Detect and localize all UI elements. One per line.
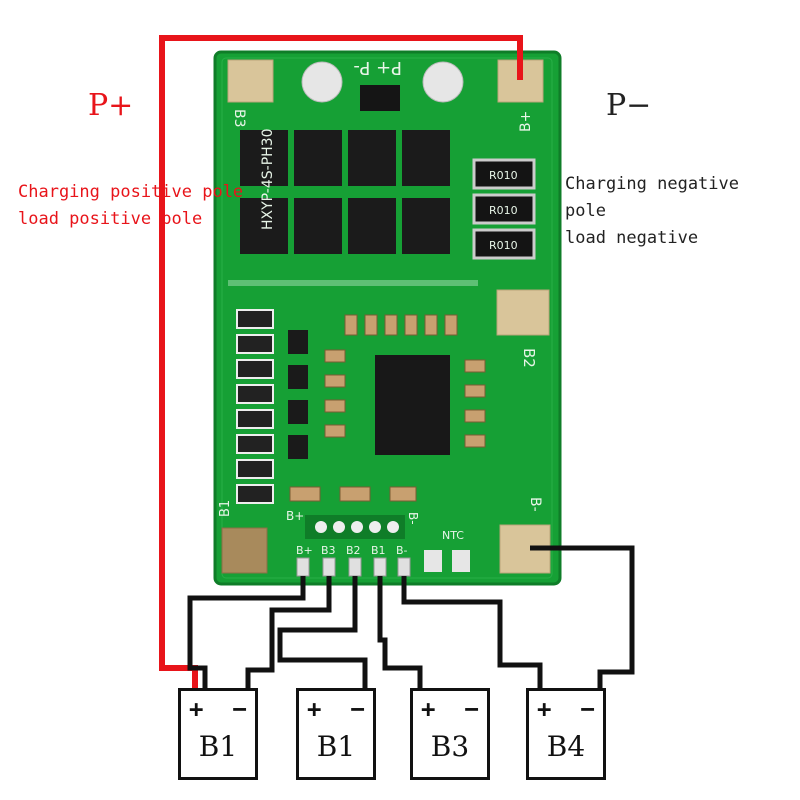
ntc-pads: [424, 550, 470, 572]
right-note-line2: pole: [565, 201, 606, 221]
battery-2-minus: −: [350, 695, 365, 723]
small-ic-top: [360, 85, 400, 111]
wire-pminus: [530, 545, 635, 690]
p-minus-label: P−: [606, 88, 652, 123]
resistor-mark-2: R010: [489, 204, 518, 217]
silk-b1: B1: [218, 500, 233, 517]
wire-bplus: [187, 576, 306, 690]
pad-b3: [227, 59, 274, 103]
controller-ic: [375, 355, 450, 455]
battery-2-plus: +: [307, 695, 322, 723]
left-note-line2: load positive pole: [18, 209, 203, 229]
battery-2-name: B1: [316, 730, 356, 763]
battery-1: +− B1: [178, 688, 258, 780]
small-smd-parts: [289, 314, 486, 502]
pin-label-1: B3: [321, 544, 336, 557]
wire-b1: [377, 576, 423, 690]
battery-3-plus: +: [421, 695, 436, 723]
right-note-line3: load negative: [565, 228, 699, 248]
resistor-mark-1: R010: [489, 169, 518, 182]
battery-3-minus: −: [464, 695, 479, 723]
silk-bminus: B-: [527, 497, 543, 512]
battery-3: +− B3: [410, 688, 490, 780]
wire-b3: [245, 576, 332, 690]
left-note-line1: Charging positive pole: [18, 182, 244, 202]
p-plus-label: P+: [88, 88, 134, 123]
battery-4-name: B4: [546, 730, 586, 763]
shunt-resistors: R010 R010 R010: [472, 158, 536, 260]
balance-pin-header: [305, 515, 405, 539]
battery-1-plus: +: [189, 695, 204, 723]
battery-1-minus: −: [232, 695, 247, 723]
battery-4-plus: +: [537, 695, 552, 723]
battery-2: +− B1: [296, 688, 376, 780]
pin-label-4: B-: [396, 544, 408, 557]
battery-3-name: B3: [430, 730, 470, 763]
silk-b3: B3: [231, 109, 247, 128]
left-note: Charging positive pole load positive pol…: [18, 152, 243, 233]
silk-ntc: NTC: [442, 529, 464, 542]
pin-label-2: B2: [346, 544, 361, 557]
wire-bminus: [401, 576, 543, 690]
pin-label-0: B+: [296, 544, 313, 557]
pad-b1: [221, 527, 268, 574]
silk-edge-bplus: B+: [286, 509, 304, 523]
silk-top-text: P+ P-: [353, 57, 402, 78]
silk-edge-bminus: B-: [406, 512, 420, 525]
mosfet-array: [240, 130, 450, 254]
wire-b2: [277, 576, 368, 690]
battery-1-name: B1: [198, 730, 238, 763]
bms-board: R010 R010 R010: [213, 50, 562, 586]
right-note: Charging negative pole load negative: [565, 144, 739, 252]
resistor-mark-3: R010: [489, 239, 518, 252]
silk-b2: B2: [520, 348, 538, 368]
balance-resistors: [236, 309, 274, 504]
pad-bplus-right: [496, 289, 550, 336]
right-note-line1: Charging negative: [565, 174, 739, 194]
battery-4: +− B4: [526, 688, 606, 780]
battery-4-minus: −: [580, 695, 595, 723]
silk-model: HXYP-4S-PH30: [260, 129, 276, 231]
balance-transistors: [288, 330, 308, 459]
positive-wire: [159, 35, 523, 690]
solder-pins: [296, 557, 411, 577]
silk-bplus-top: B+: [518, 111, 534, 132]
round-pad-left: [301, 61, 343, 103]
balance-wires: [187, 545, 635, 690]
pin-label-3: B1: [371, 544, 386, 557]
round-pad-right: [422, 61, 464, 103]
